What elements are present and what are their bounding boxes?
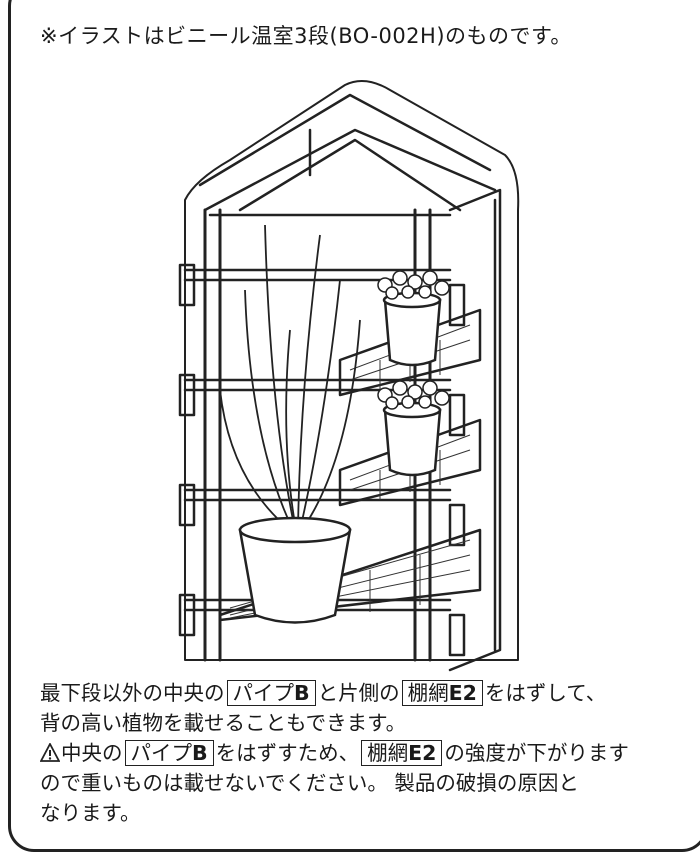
warning-triangle-icon bbox=[40, 743, 60, 762]
net-e2-label-box: 棚網E2 bbox=[401, 680, 483, 706]
page-frame bbox=[8, 0, 700, 852]
instruction-line-2: 背の高い植物を載せることもできます。 bbox=[40, 711, 407, 735]
net-e2-label-box-2: 棚網E2 bbox=[361, 740, 443, 766]
greenhouse-illustration bbox=[178, 80, 520, 672]
pipe-b-label-box: パイプB bbox=[226, 680, 316, 706]
warning-line-2: ので重いものは載せないでください。 製品の破損の原因と bbox=[40, 771, 579, 795]
pipe-b-label-box-2: パイプB bbox=[124, 740, 214, 766]
warning-line-3: なります。 bbox=[40, 801, 141, 825]
illustration-caption: ※イラストはビニール温室3段(BO-002H)のものです。 bbox=[40, 24, 572, 48]
